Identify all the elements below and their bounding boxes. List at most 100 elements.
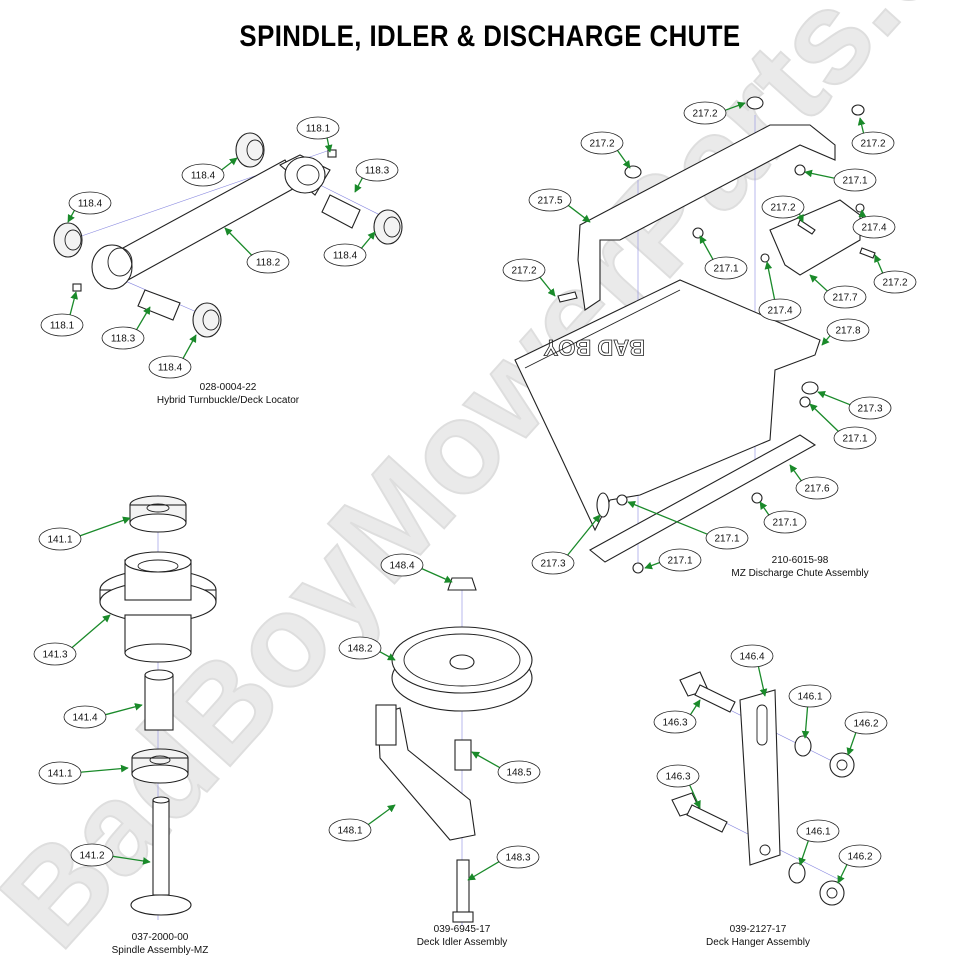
callout-label: 148.1 [337, 826, 362, 837]
callout-label: 217.2 [589, 139, 614, 150]
caption-hanger: 039-2127-17 Deck Hanger Assembly [706, 924, 810, 948]
callout-leader [724, 101, 746, 112]
callout-label: 141.2 [79, 851, 104, 862]
callout-label: 217.2 [692, 109, 717, 120]
callout-leader [837, 863, 848, 884]
callout-leader [420, 567, 453, 583]
callout-label: 217.1 [772, 518, 797, 529]
callout-label: 217.1 [713, 264, 738, 275]
callout-label: 146.2 [847, 852, 872, 863]
callout-label: 217.4 [861, 223, 886, 234]
callout-118-4: 118.4 [148, 334, 197, 379]
callout-label: 217.2 [860, 139, 885, 150]
callout-bubble [148, 355, 192, 379]
page-title: SPINDLE, IDLER & DISCHARGE CHUTE [239, 20, 741, 53]
callout-146-4: 146.4 [730, 644, 774, 697]
caption-name: Hybrid Turnbuckle/Deck Locator [157, 395, 300, 406]
callout-141-3: 141.3 [33, 614, 111, 666]
callout-label: 118.2 [256, 258, 281, 269]
callout-148-2: 148.2 [338, 636, 396, 661]
callout-146-1: 146.1 [788, 684, 832, 739]
callout-label: 148.4 [389, 561, 414, 572]
callout-bubble [338, 636, 382, 660]
callout-label: 217.8 [835, 326, 860, 337]
callout-label: 148.5 [506, 768, 531, 779]
callout-leader [566, 514, 601, 557]
callout-label: 118.4 [78, 199, 103, 210]
callout-bubble [328, 818, 372, 842]
callout-leader [789, 464, 803, 482]
caption-name: Deck Idler Assembly [417, 937, 508, 948]
callout-bubble [683, 101, 727, 125]
callout-217-2: 217.2 [502, 258, 556, 297]
callout-bubble [658, 548, 702, 572]
callout-leader [69, 291, 79, 316]
callout-bubble [33, 642, 77, 666]
callout-label: 141.3 [42, 650, 67, 661]
callout-217-2: 217.2 [683, 101, 746, 125]
callout-bubble [730, 644, 774, 668]
svg-text:BAD BOY: BAD BOY [543, 335, 645, 360]
callout-118-4: 118.4 [323, 231, 376, 267]
callout-label: 217.7 [832, 293, 857, 304]
caption-name: Deck Hanger Assembly [706, 937, 810, 948]
callout-118-4: 118.4 [67, 191, 112, 223]
callout-bubble [826, 318, 870, 342]
callout-146-3: 146.3 [653, 699, 701, 734]
callout-leader [111, 855, 151, 865]
callout-label: 118.1 [50, 321, 75, 332]
callout-bubble [296, 116, 340, 140]
callout-label: 118.4 [158, 363, 183, 374]
callout-leader [70, 614, 111, 649]
callout-label: 217.1 [667, 556, 692, 567]
callout-leader [324, 136, 333, 153]
discharge-chute-drawing: BAD BOY [514, 96, 876, 574]
callout-bubble [844, 711, 888, 735]
callout-leader [367, 804, 396, 826]
callout-label: 118.3 [111, 334, 136, 345]
callout-217-4: 217.4 [852, 209, 896, 239]
callout-leader [67, 209, 76, 223]
callout-bubble [704, 256, 748, 280]
callout-leader [360, 231, 376, 250]
callout-bubble [852, 215, 896, 239]
callout-leader [688, 783, 701, 809]
callout-label: 146.4 [739, 652, 764, 663]
callout-leader [354, 176, 364, 193]
callout-217-8: 217.8 [821, 318, 870, 346]
callout-leader [689, 699, 701, 716]
callout-label: 146.2 [853, 719, 878, 730]
callout-leader [627, 501, 709, 536]
callout-bubble [833, 426, 877, 450]
callout-bubble [355, 158, 399, 182]
callout-118-3: 118.3 [101, 306, 151, 350]
callout-bubble [68, 191, 112, 215]
callout-leader [220, 157, 238, 172]
callout-bubble [497, 760, 541, 784]
hanger-drawing [671, 671, 855, 906]
callout-217-1: 217.1 [809, 403, 877, 450]
callout-label: 217.1 [842, 434, 867, 445]
callout-bubble [796, 819, 840, 843]
caption-chute: 210-6015-98 MZ Discharge Chute Assembly [731, 555, 868, 579]
callout-146-3: 146.3 [656, 764, 701, 809]
callout-leader [764, 261, 776, 301]
callout-118-1: 118.1 [40, 291, 84, 337]
callout-leader [798, 839, 810, 866]
callout-217-2: 217.2 [873, 254, 917, 294]
callout-217-2: 217.2 [761, 195, 805, 223]
callout-label: 146.1 [797, 692, 822, 703]
callout-leader [467, 860, 501, 881]
callout-leader [757, 665, 768, 697]
idler-drawing [375, 577, 533, 925]
callout-label: 141.1 [47, 769, 72, 780]
callout-148-4: 148.4 [380, 553, 453, 583]
callout-bubble [40, 313, 84, 337]
callout-leader [801, 705, 810, 739]
callout-bubble [656, 764, 700, 788]
callout-leader [809, 403, 840, 433]
callout-label: 217.1 [842, 176, 867, 187]
callout-217-3: 217.3 [817, 390, 892, 420]
